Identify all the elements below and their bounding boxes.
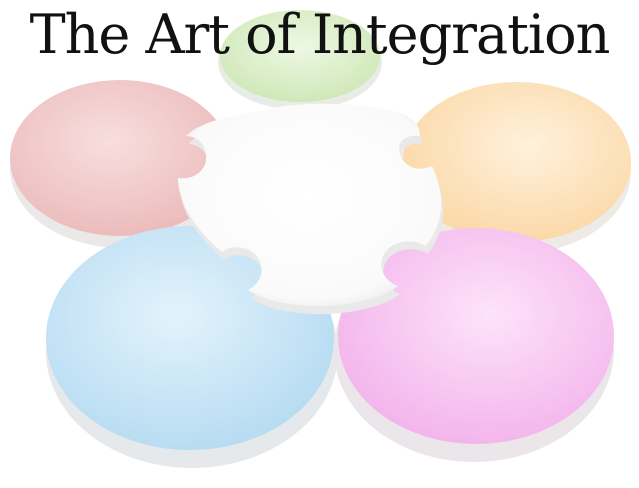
red-puzzle-piece bbox=[10, 80, 234, 248]
green-puzzle-piece bbox=[218, 10, 382, 110]
orange-puzzle-piece bbox=[399, 82, 631, 254]
page-title: The Art of Integration bbox=[29, 3, 611, 66]
white-center-puzzle-piece bbox=[178, 103, 444, 314]
pink-puzzle-piece bbox=[334, 228, 614, 462]
